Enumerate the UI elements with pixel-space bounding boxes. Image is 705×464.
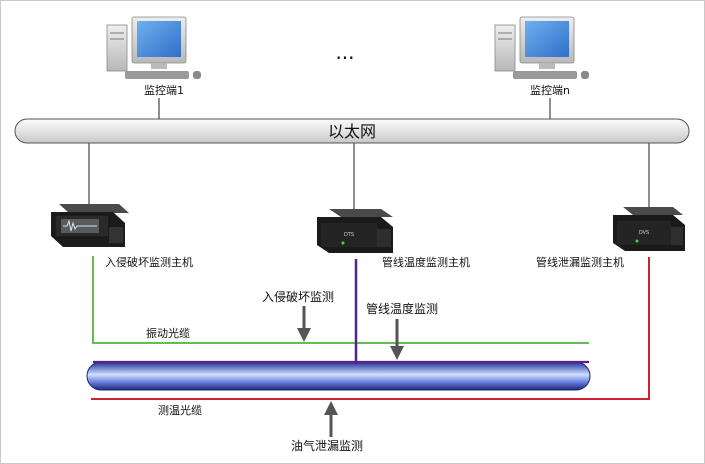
intrusion-monitor-host xyxy=(51,204,129,247)
pc-tower-icon xyxy=(106,24,128,72)
svg-text:DTS: DTS xyxy=(344,232,354,238)
intrusion-annotation: 入侵破坏监测 xyxy=(262,289,334,304)
vibration-cable-label: 振动光缆 xyxy=(146,326,190,340)
pc-tower-icon xyxy=(494,24,516,72)
arrow-down-icon xyxy=(297,306,311,342)
workstation-n xyxy=(494,16,589,79)
workstation-n-label: 监控端n xyxy=(530,83,570,97)
temperature-monitor-host-label: 管线温度监测主机 xyxy=(382,255,470,269)
pipe-temperature-annotation: 管线温度监测 xyxy=(366,301,438,316)
ethernet-bus-label: 以太网 xyxy=(328,122,376,141)
temperature-cable-label: 测温光缆 xyxy=(158,403,202,417)
workstation-1 xyxy=(106,16,201,79)
temperature-monitor-host: DTS xyxy=(317,209,393,253)
temperature-cable xyxy=(91,257,650,400)
arrow-down-icon xyxy=(390,319,404,360)
ethernet-bus xyxy=(14,118,690,144)
leak-annotation: 油气泄漏监测 xyxy=(291,438,363,453)
waveform-icon xyxy=(63,219,97,232)
vibration-cable xyxy=(92,256,589,344)
workstation-1-label: 监控端1 xyxy=(144,83,184,97)
leak-monitor-host-label: 管线泄漏监测主机 xyxy=(536,255,624,269)
intrusion-monitor-host-label: 入侵破坏监测主机 xyxy=(105,255,193,269)
pipeline xyxy=(86,361,591,391)
svg-text:DVS: DVS xyxy=(639,230,649,236)
arrow-up-icon xyxy=(324,401,338,437)
terminals-ellipsis: ··· xyxy=(335,46,354,70)
keyboard-icon xyxy=(513,71,577,79)
keyboard-icon xyxy=(125,71,189,79)
leak-monitor-host: DVS xyxy=(613,207,685,251)
